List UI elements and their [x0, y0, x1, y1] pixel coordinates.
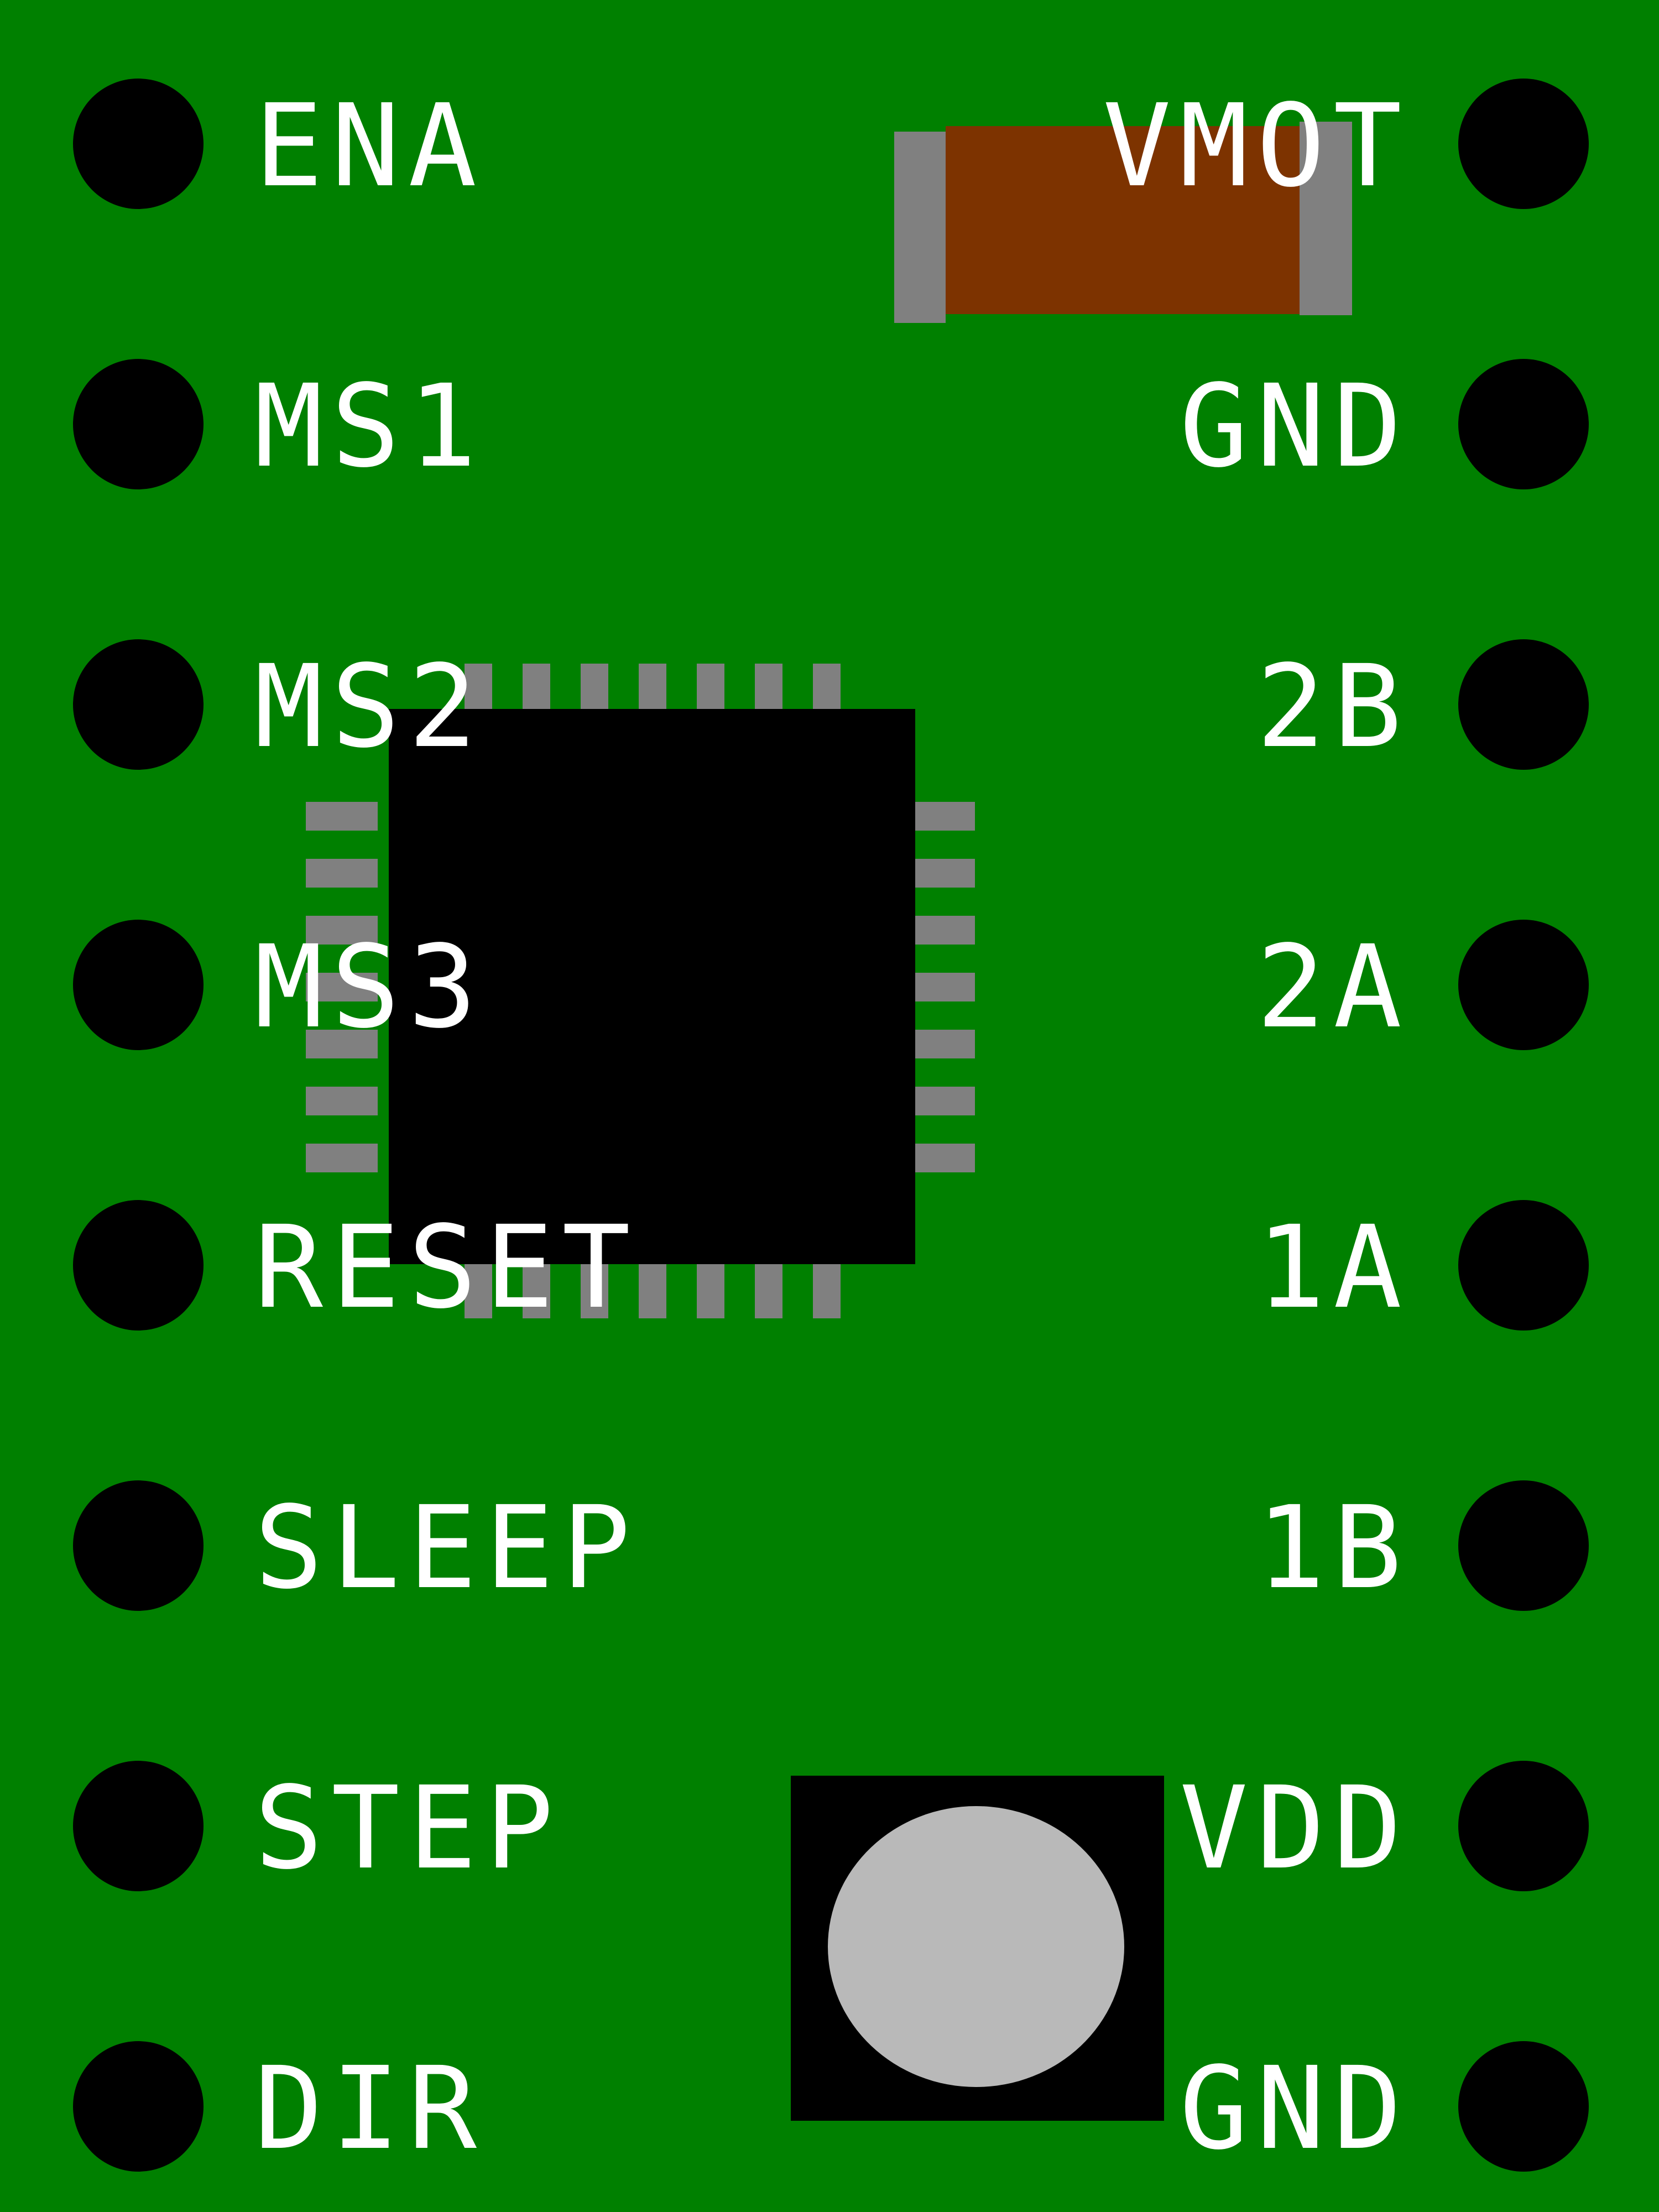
ic-pad-top-6 [755, 664, 782, 710]
capacitor-body [946, 126, 1300, 314]
pin-hole-left-ms2-3 [73, 639, 204, 770]
ic-pad-bottom-2 [523, 1263, 550, 1318]
ic-pad-left-3 [306, 916, 378, 945]
ic-pad-top-3 [581, 664, 608, 710]
ic-pad-bottom-7 [813, 1263, 841, 1318]
capacitor-terminal-left [894, 132, 946, 323]
ic-pad-left-6 [306, 1087, 378, 1115]
pin-label-left-ms1-2: MS1 [254, 360, 486, 493]
pin-hole-left-ms1-2 [73, 359, 204, 489]
pin-label-left-step-7: STEP [254, 1762, 562, 1895]
ic-pad-right-1 [913, 802, 975, 831]
pin-hole-left-sleep-6 [73, 1480, 204, 1611]
pin-hole-left-dir-8 [73, 2041, 204, 2172]
ic-pad-top-5 [697, 664, 724, 710]
potentiometer-dial [828, 1806, 1124, 2087]
pin-label-left-ms3-4: MS3 [254, 921, 486, 1053]
pin-hole-right-gnd-8 [1458, 2041, 1589, 2172]
pin-hole-right-2b-3 [1458, 639, 1589, 770]
pin-hole-left-step-7 [73, 1761, 204, 1891]
pin-hole-right-2a-4 [1458, 920, 1589, 1050]
pin-hole-right-vdd-7 [1458, 1761, 1589, 1891]
ic-pad-right-6 [913, 1087, 975, 1115]
pin-hole-left-ms3-4 [73, 920, 204, 1050]
pin-label-left-sleep-6: SLEEP [254, 1481, 639, 1614]
pin-label-left-ena-1: ENA [254, 80, 486, 212]
capacitor-terminal-right [1300, 122, 1352, 315]
ic-pad-top-2 [523, 664, 550, 710]
pin-label-right-2b-3: 2B [1256, 640, 1410, 773]
pin-hole-left-reset-5 [73, 1200, 204, 1331]
ic-pad-right-4 [913, 973, 975, 1001]
ic-pad-bottom-5 [697, 1263, 724, 1318]
pin-label-right-2a-4: 2A [1256, 921, 1410, 1053]
ic-pad-right-2 [913, 859, 975, 888]
ic-pad-left-4 [306, 973, 378, 1001]
pin-label-right-1a-5: 1A [1256, 1201, 1410, 1334]
ic-pad-top-1 [465, 664, 492, 710]
ic-pad-left-2 [306, 859, 378, 888]
pin-hole-right-vmot-1 [1458, 79, 1589, 209]
ic-body [389, 709, 915, 1264]
pin-label-left-dir-8: DIR [254, 2042, 486, 2175]
pin-label-right-vdd-7: VDD [1179, 1762, 1410, 1895]
pin-hole-right-gnd-2 [1458, 359, 1589, 489]
pin-label-right-1b-6: 1B [1256, 1481, 1410, 1614]
pin-label-right-gnd-2: GND [1179, 360, 1410, 493]
ic-pad-right-7 [913, 1144, 975, 1172]
pin-hole-left-ena-1 [73, 79, 204, 209]
ic-pad-left-7 [306, 1144, 378, 1172]
ic-pad-bottom-6 [755, 1263, 782, 1318]
ic-pad-top-4 [639, 664, 666, 710]
ic-pad-right-5 [913, 1030, 975, 1058]
pin-label-right-vmot-1: VMOT [1102, 80, 1410, 212]
ic-pad-right-3 [913, 916, 975, 945]
pin-label-left-reset-5: RESET [254, 1201, 639, 1334]
pin-label-left-ms2-3: MS2 [254, 640, 486, 773]
ic-pad-left-5 [306, 1030, 378, 1058]
ic-pad-left-1 [306, 802, 378, 831]
ic-pad-bottom-1 [465, 1263, 492, 1318]
ic-pad-bottom-4 [639, 1263, 666, 1318]
pin-label-right-gnd-8: GND [1179, 2042, 1410, 2175]
pin-hole-right-1b-6 [1458, 1480, 1589, 1611]
ic-pad-bottom-3 [581, 1263, 608, 1318]
pin-hole-right-1a-5 [1458, 1200, 1589, 1331]
ic-pad-top-7 [813, 664, 841, 710]
